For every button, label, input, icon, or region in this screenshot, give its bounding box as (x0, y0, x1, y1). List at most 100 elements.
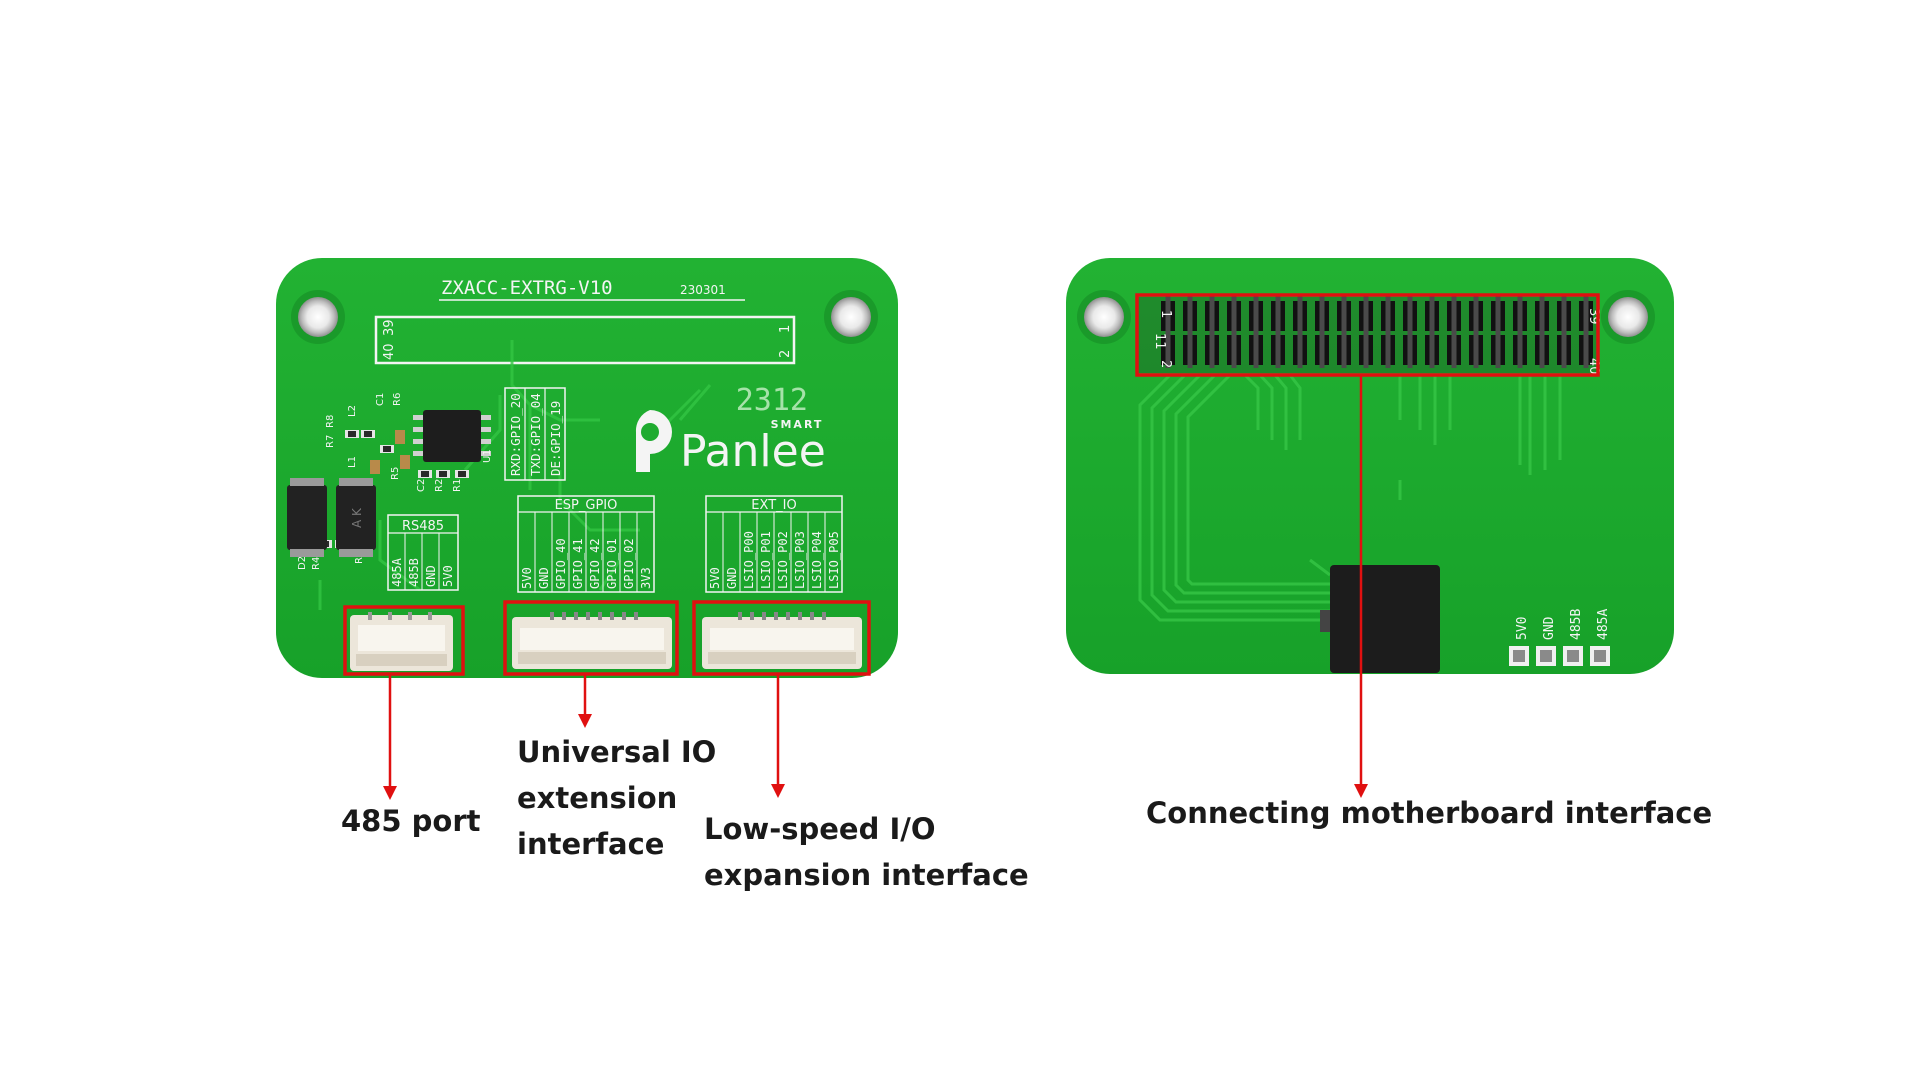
header-pin-metal (1187, 296, 1193, 334)
back-board: 1 11 2 39 40 5V0 GND 485B 485A (1066, 258, 1674, 674)
front-pin-39: 39 (382, 319, 397, 336)
pad-label-gnd: GND (1542, 616, 1557, 640)
ext-pin-p01: LSIO_P01 (759, 531, 773, 589)
ref-l1: L1 (347, 456, 358, 468)
header-pin-metal (1407, 296, 1413, 334)
arrow-low-speed-io (771, 674, 785, 798)
esp-gpio-title: ESP_GPIO (555, 498, 618, 513)
front-pin-40: 40 (382, 343, 397, 360)
callout-motherboard: Connecting motherboard interface (1146, 796, 1713, 830)
rs485-title: RS485 (402, 519, 444, 534)
front-board: ZXACC-EXTRG-V10 230301 40 39 1 2 U1 (276, 258, 898, 678)
front-pin-2: 2 (778, 350, 793, 358)
ref-r5: R5 (390, 467, 401, 480)
front-ic-u1 (423, 410, 481, 462)
rs485-pin-5v0: 5V0 (441, 565, 455, 587)
header-pin-metal (1429, 330, 1435, 368)
header-pin-metal (1209, 330, 1215, 368)
ref-c2: C2 (416, 479, 427, 492)
esp-pin-gpio41: GPIO_41 (571, 538, 585, 589)
header-pin-metal (1231, 296, 1237, 334)
ref-r2: R2 (434, 479, 445, 492)
back-traces (1138, 373, 1562, 622)
front-diode-left (287, 485, 327, 550)
back-pin-1: 1 (1158, 310, 1173, 318)
header-pin-metal (1385, 296, 1391, 334)
uart-txd: TXD:GPIO_04 (528, 393, 543, 476)
ref-r7: R7 (325, 435, 336, 448)
ref-c1: C1 (375, 393, 386, 406)
header-pin-metal (1473, 330, 1479, 368)
back-pin-2: 2 (1158, 360, 1173, 368)
ext-pin-p05: LSIO_P05 (827, 531, 841, 589)
header-pin-metal (1517, 296, 1523, 334)
front-uart-box (504, 387, 566, 481)
header-pin-metal (1297, 330, 1303, 368)
header-pin-metal (1517, 330, 1523, 368)
back-pads (1509, 646, 1610, 666)
pad-label-5v0: 5V0 (1515, 617, 1530, 640)
highlight-universal-io (503, 600, 679, 676)
rs485-pin-gnd: GND (424, 565, 438, 587)
panlee-brand: Panlee (680, 426, 826, 477)
esp-gpio-connector (512, 612, 672, 669)
arrow-485-port (383, 674, 397, 800)
ref-r8: R8 (325, 415, 336, 428)
header-pin-metal (1495, 330, 1501, 368)
ext-io-connector (702, 612, 862, 669)
header-pin-metal (1561, 330, 1567, 368)
header-pin-metal (1429, 296, 1435, 334)
pad-label-485a: 485A (1596, 609, 1611, 640)
front-model-text: ZXACC-EXTRG-V10 (441, 277, 613, 299)
ext-pin-gnd: GND (725, 567, 739, 589)
callout-universal-line2: extension (517, 781, 678, 815)
header-pin-metal (1473, 296, 1479, 334)
front-mount-hole-left (291, 290, 345, 344)
front-header-outline (374, 315, 796, 365)
callout-485-port: 485 port (341, 804, 481, 838)
esp-pin-gpio02: GPIO_02 (622, 538, 636, 589)
header-pin-metal (1187, 330, 1193, 368)
front-mount-hole-right (824, 290, 878, 344)
header-pin-metal (1209, 296, 1215, 334)
header-pin-metal (1297, 296, 1303, 334)
callout-lowspeed-line1: Low-speed I/O (704, 812, 936, 846)
arrow-universal-io (578, 674, 592, 728)
ref-r6: R6 (392, 393, 403, 406)
back-black-module (1330, 565, 1440, 673)
callout-lowspeed-line2: expansion interface (704, 858, 1029, 892)
header-pin-metal (1275, 296, 1281, 334)
header-pin-metal (1363, 296, 1369, 334)
header-pin-metal (1319, 296, 1325, 334)
header-pin-metal (1231, 330, 1237, 368)
ext-io-label-block: EXT_IO 5V0 GND LSIO_P00 LSIO_P01 LSIO_P0… (705, 495, 843, 593)
header-pin-metal (1451, 296, 1457, 334)
header-pin-metal (1583, 296, 1589, 334)
header-pin-metal (1495, 296, 1501, 334)
header-pin-metal (1539, 296, 1545, 334)
header-pin-metal (1275, 330, 1281, 368)
header-pin-metal (1363, 330, 1369, 368)
ext-pin-p00: LSIO_P00 (742, 531, 756, 589)
back-mount-hole-right (1601, 290, 1655, 344)
board-digits: 2312 (736, 383, 808, 418)
esp-pin-gpio40: GPIO_40 (554, 538, 568, 589)
uart-rxd: RXD:GPIO_20 (508, 393, 523, 476)
pad-label-485b: 485B (1569, 609, 1584, 640)
ref-r4: R4 (311, 557, 322, 570)
ext-pin-p04: LSIO_P04 (810, 531, 824, 589)
header-pin-metal (1319, 330, 1325, 368)
back-pin-header (1161, 296, 1593, 368)
ref-l2: L2 (347, 405, 358, 417)
header-pin-metal (1165, 296, 1171, 334)
ext-pin-5v0: 5V0 (708, 567, 722, 589)
panlee-logo: Panlee SMART 2312 (635, 383, 826, 477)
header-pin-metal (1341, 296, 1347, 334)
ref-r1: R1 (452, 479, 463, 492)
header-pin-metal (1385, 330, 1391, 368)
front-component-refs: R7 R8 L2 C1 R6 R5 C2 R2 R1 L1 D2 R4 R3 (297, 393, 463, 570)
front-date-code: 230301 (680, 283, 726, 297)
header-pin-metal (1341, 330, 1347, 368)
back-pin-11: 11 (1152, 333, 1167, 350)
